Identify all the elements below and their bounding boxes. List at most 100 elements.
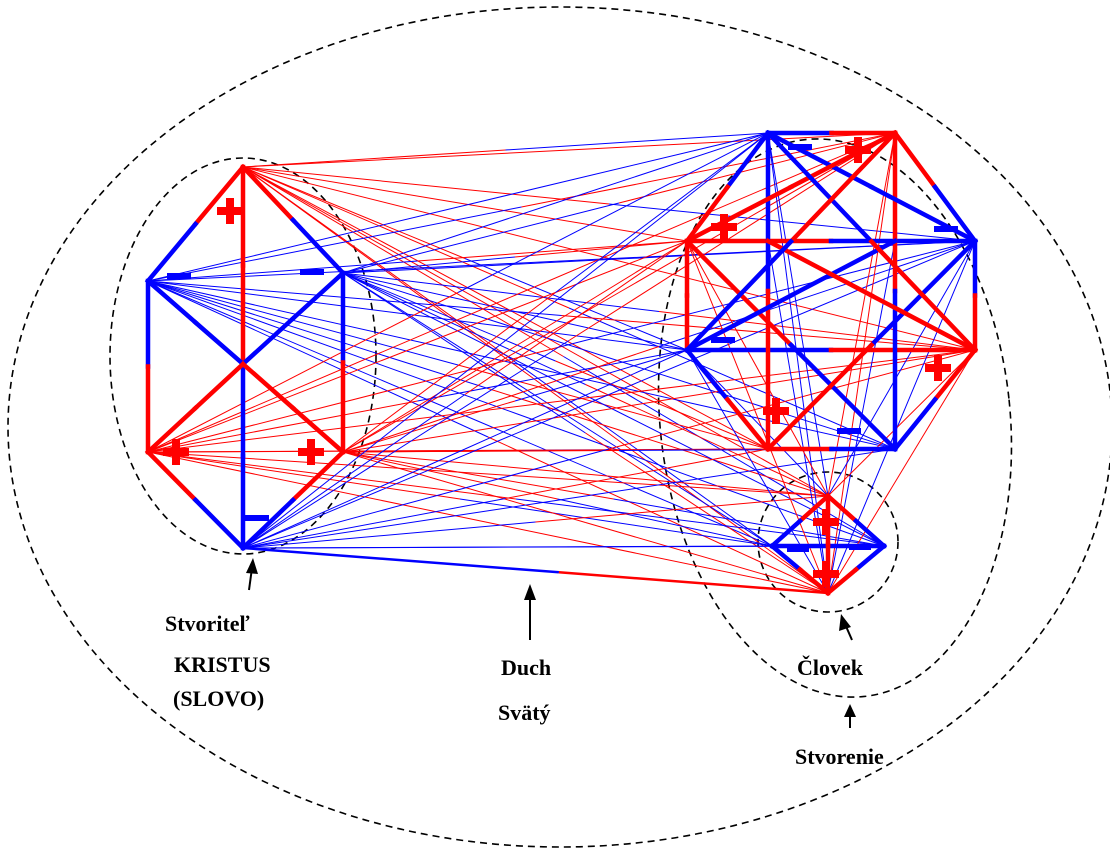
spirit-link (342, 400, 660, 453)
human-edge (768, 542, 804, 573)
spirit-link (147, 400, 562, 453)
human-edge (852, 517, 888, 550)
plus-sign (845, 137, 871, 163)
spirit-main-line (558, 571, 829, 595)
spirit-link (147, 400, 418, 453)
minus-sign (934, 226, 958, 232)
spirit-link (464, 258, 688, 351)
creation-edge (724, 129, 772, 191)
spirit-link (608, 258, 976, 351)
creator-edge (289, 448, 347, 504)
spirit-link (342, 256, 660, 274)
plus-sign (163, 439, 189, 465)
creation-arrow (844, 704, 856, 728)
spirit-link (342, 272, 556, 362)
spirit-link (147, 260, 562, 282)
spirit-link (147, 451, 517, 500)
minus-sign (167, 273, 191, 279)
spirit-link (342, 400, 516, 453)
spirit-link (342, 272, 586, 385)
minus-sign (787, 546, 809, 552)
spirit-link (505, 307, 769, 450)
spirit-label-line1: Duch (501, 655, 551, 680)
spirit-link (147, 292, 522, 453)
spirit-link (342, 346, 660, 453)
spirit-link (342, 272, 614, 410)
spirit-link (242, 448, 466, 549)
spirit-link (342, 451, 558, 500)
spirit-link (242, 149, 570, 168)
inner-link (686, 240, 829, 497)
spirit-link (342, 292, 620, 453)
spirit-link (242, 166, 466, 205)
spirit-link (555, 132, 769, 204)
spirit-link (507, 356, 773, 547)
spirit-link (242, 166, 570, 309)
creator-label-line3: (SLOVO) (173, 686, 264, 711)
creation-edge (683, 346, 731, 403)
spirit-link (147, 451, 489, 475)
spirit-link (514, 240, 688, 347)
spirit-link (618, 360, 896, 450)
spirit-link (147, 451, 461, 500)
spirit-link (457, 132, 769, 208)
spirit-link (242, 149, 506, 168)
human-edge (796, 492, 832, 525)
inner-link (827, 349, 976, 497)
plus-sign (925, 355, 951, 381)
spirit-link (147, 260, 418, 282)
spirit-link (464, 349, 688, 450)
spirit-link (557, 498, 773, 547)
spirit-link (505, 448, 769, 499)
creator-edge (239, 315, 297, 368)
spirit-link (464, 203, 688, 242)
creator-edge (289, 216, 347, 277)
plus-sign (813, 561, 839, 587)
spirit-link (342, 272, 516, 312)
spirit-link (417, 315, 688, 351)
spirit-link (147, 206, 459, 282)
spirit-link (608, 203, 976, 242)
plus-sign (217, 198, 243, 224)
spirit-link (147, 451, 489, 523)
human-edge (768, 517, 804, 550)
spirit-main-line (242, 546, 559, 574)
plus-sign (711, 214, 737, 240)
spirit-link (342, 292, 556, 453)
creation-boundary (657, 138, 1013, 698)
creation-edge (787, 129, 899, 245)
inner-link (686, 349, 829, 497)
spirit-link (147, 280, 522, 366)
spirit-link (457, 132, 769, 293)
spirit-main-line (242, 546, 829, 595)
spirit-link (515, 498, 885, 547)
spirit-link (242, 394, 610, 549)
spirit-link (521, 364, 896, 450)
inner-link (686, 240, 829, 594)
human-label: Človek (797, 655, 864, 680)
human-arrow (839, 614, 853, 641)
spirit-link (147, 280, 418, 316)
spirit-link (658, 240, 976, 347)
spirit-link (242, 546, 564, 549)
creation-edge (724, 396, 772, 453)
human-edge (824, 492, 860, 525)
creation-edge (931, 346, 979, 403)
creator-label-line1: Stvoriteľ (165, 611, 250, 636)
creation-label: Stvorenie (795, 744, 884, 769)
creator-boundary (109, 157, 377, 555)
spirit-link (417, 240, 688, 347)
creator-edge (192, 163, 247, 228)
spirit-link (147, 292, 459, 453)
human-edge (852, 542, 888, 573)
structure-edges (144, 129, 979, 597)
creator-edge (289, 404, 347, 456)
creation-edge (683, 183, 795, 245)
plus-sign (813, 509, 839, 535)
spirit-link (505, 132, 769, 341)
creator-edge (144, 277, 199, 326)
spirit-link (242, 166, 536, 332)
minus-sign (849, 544, 871, 550)
spirit-link (242, 340, 506, 549)
creator-edge (192, 360, 247, 412)
